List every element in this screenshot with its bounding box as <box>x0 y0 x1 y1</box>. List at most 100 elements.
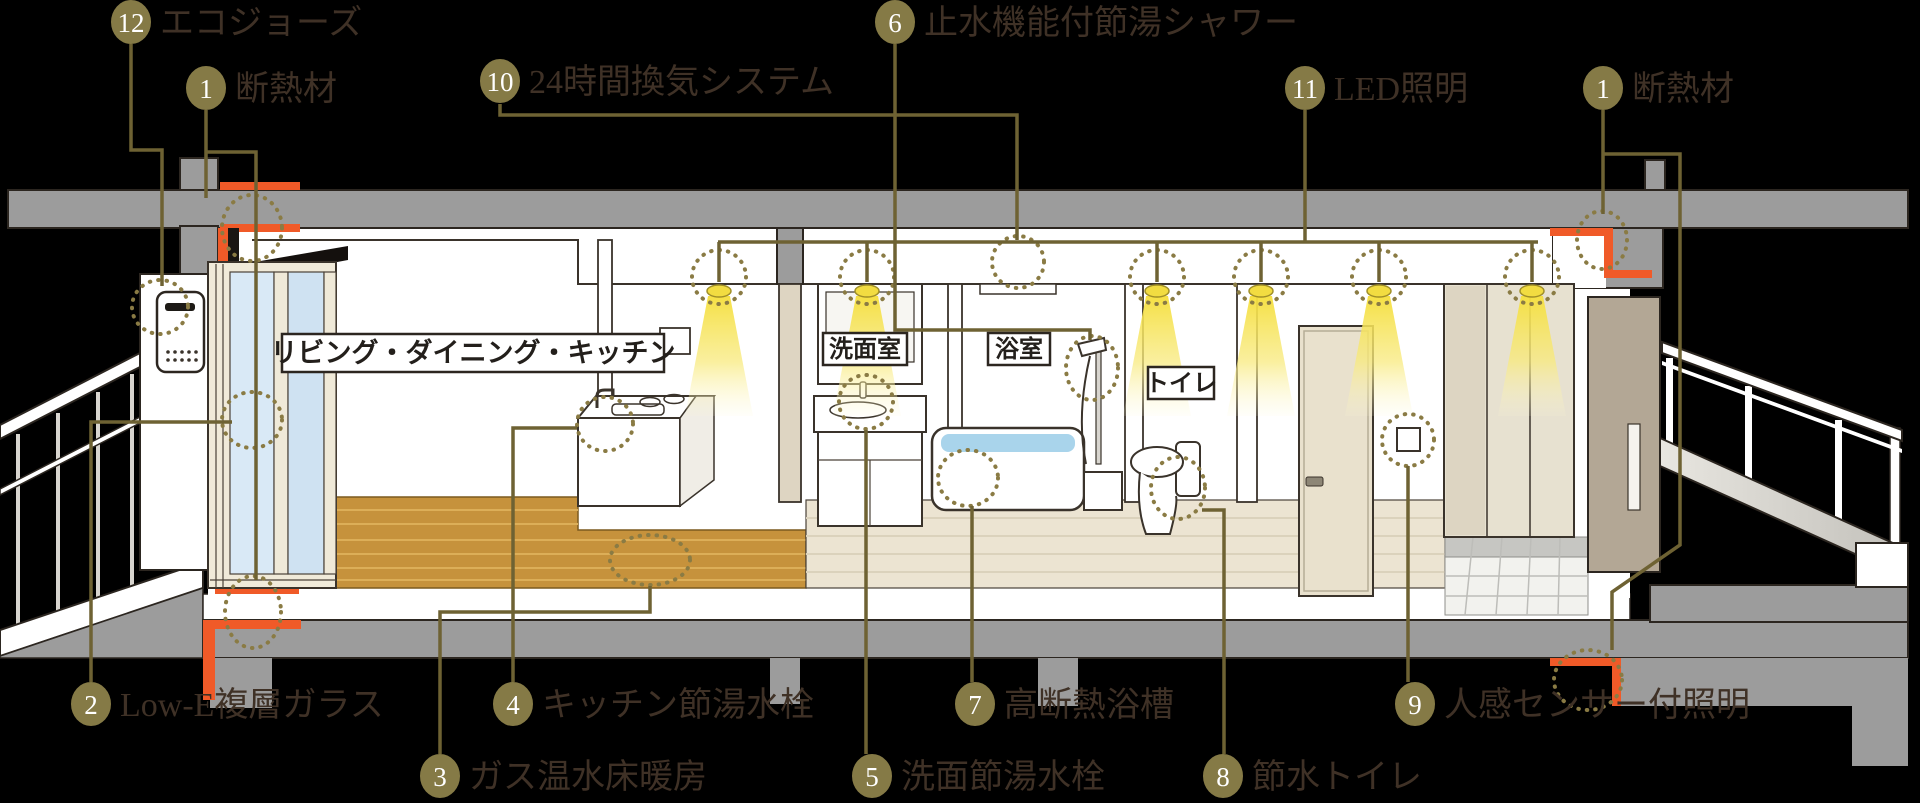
leader-low-e <box>89 420 232 682</box>
right-handrail <box>1661 340 1903 443</box>
entrance-tile-floor <box>1444 536 1589 616</box>
bath-water <box>941 434 1075 452</box>
footing <box>770 658 800 704</box>
room-label-washroom: 洗面室 <box>829 335 901 363</box>
svg-text:止水機能付節湯シャワー: 止水機能付節湯シャワー <box>924 4 1298 42</box>
marker-low-e-glass <box>220 390 284 450</box>
svg-text:4: 4 <box>506 690 520 720</box>
svg-text:24時間換気システム: 24時間換気システム <box>529 63 834 101</box>
marker-basin-faucet <box>837 373 895 431</box>
shower-bar <box>1095 351 1102 465</box>
marker-bathtub <box>936 448 1000 508</box>
leader-lines <box>89 44 1682 754</box>
svg-text:6: 6 <box>888 8 902 38</box>
svg-text:8: 8 <box>1216 762 1230 792</box>
callout-shower: 6 止水機能付節湯シャワー <box>875 0 1298 44</box>
svg-text:10: 10 <box>487 67 514 97</box>
callout-bathtub: 7 高断熱浴槽 <box>955 682 1174 726</box>
callout-led: 11 LED照明 <box>1285 66 1468 110</box>
svg-text:12: 12 <box>118 8 145 38</box>
svg-text:2: 2 <box>84 690 98 720</box>
callout-basin-faucet: 5 洗面節湯水栓 <box>852 754 1105 798</box>
eco-jozu-water-heater <box>155 290 206 374</box>
marker-toilet <box>1149 455 1207 521</box>
kitchen-counter <box>575 239 717 508</box>
low-e-glass-door <box>207 261 337 589</box>
svg-text:1: 1 <box>1596 74 1610 104</box>
floor-insulation-right <box>1550 658 1621 706</box>
svg-text:高断熱浴槽: 高断熱浴槽 <box>1004 686 1174 724</box>
svg-text:5: 5 <box>865 762 879 792</box>
shower-hose <box>1080 355 1091 465</box>
footing <box>1620 658 1908 706</box>
callout-ecojozu: 12 エコジョーズ <box>111 0 362 44</box>
svg-text:キッチン節湯水栓: キッチン節湯水栓 <box>542 686 814 724</box>
svg-text:ガス温水床暖房: ガス温水床暖房 <box>469 758 707 796</box>
svg-text:節水トイレ: 節水トイレ <box>1252 758 1422 796</box>
leader-ecojozu <box>129 44 164 286</box>
callout-insulation-left: 1 断熱材 <box>186 66 337 110</box>
leader-insulation-left-b <box>206 150 258 580</box>
leader-toilet <box>1202 508 1226 754</box>
downlight-fixture <box>706 284 1545 298</box>
motion-sensor-light <box>1396 427 1421 452</box>
callout-motion-sensor: 9 人感センサー付照明 <box>1395 682 1750 726</box>
toilet-bowl <box>1130 446 1184 478</box>
toilet <box>1130 441 1201 535</box>
shower-head <box>1076 336 1108 358</box>
room-label-bathroom: 浴室 <box>995 335 1043 363</box>
callouts: 12 エコジョーズ 1 断熱材 10 24時間換気システム 6 止水機能付節湯シ… <box>71 0 1750 798</box>
footing <box>1038 658 1078 706</box>
callout-toilet: 8 節水トイレ <box>1203 754 1422 798</box>
bathtub <box>930 426 1123 512</box>
leader-shower <box>893 44 1092 340</box>
feature-markers <box>130 193 1629 712</box>
leader-floor-heating <box>438 586 652 754</box>
door-handle <box>1305 476 1324 487</box>
svg-text:Low-E複層ガラス: Low-E複層ガラス <box>120 686 384 724</box>
leader-insulation-right-b <box>1603 152 1682 650</box>
balcony-curb <box>1855 542 1909 588</box>
top-ceiling-slab <box>7 157 1909 289</box>
stove-burner <box>663 393 685 405</box>
bath-step <box>1083 471 1123 511</box>
callout-kitchen-faucet: 4 キッチン節湯水栓 <box>493 682 814 726</box>
callout-floor-heating: 3 ガス温水床暖房 <box>420 754 707 798</box>
leader-ventilation <box>498 104 1019 240</box>
svg-text:LED照明: LED照明 <box>1334 71 1468 108</box>
svg-text:エコジョーズ: エコジョーズ <box>160 4 362 42</box>
right-balcony <box>1659 340 1909 588</box>
callout-low-e: 2 Low-E複層ガラス <box>71 682 384 726</box>
shower <box>1076 336 1108 465</box>
marker-insulation-bottom-left <box>223 574 283 650</box>
footing <box>1852 706 1908 766</box>
svg-text:11: 11 <box>1292 74 1318 104</box>
ventilation-unit <box>979 283 1057 295</box>
wall-living-washroom <box>778 283 802 503</box>
svg-text:人感センサー付照明: 人感センサー付照明 <box>1444 686 1750 724</box>
ceiling <box>252 239 1598 285</box>
svg-text:7: 7 <box>968 690 982 720</box>
callout-ventilation: 10 24時間換気システム <box>480 59 834 103</box>
room-label-ldk: リビング・ダイニング・キッチン <box>271 337 676 368</box>
marker-ecojozu <box>130 278 190 336</box>
room-labels: リビング・ダイニング・キッチン 洗面室 浴室 トイレ <box>271 331 1217 401</box>
svg-text:1: 1 <box>199 74 213 104</box>
heater-vent <box>165 303 195 311</box>
floor-insulation-left <box>203 586 301 700</box>
right-exterior-wall <box>1587 296 1661 573</box>
leader-kitchen-faucet <box>511 426 577 682</box>
svg-text:断熱材: 断熱材 <box>1632 70 1734 108</box>
marker-ventilation <box>990 234 1046 290</box>
toilet-base <box>1137 471 1178 535</box>
marker-kitchen-faucet <box>575 395 635 453</box>
svg-text:9: 9 <box>1408 690 1422 720</box>
kitchen-faucet <box>595 388 615 408</box>
svg-text:洗面節湯水栓: 洗面節湯水栓 <box>901 758 1105 796</box>
marker-insulation-top-left <box>220 193 284 263</box>
svg-text:断熱材: 断熱材 <box>235 70 337 108</box>
hanging-beam <box>776 227 804 285</box>
ceiling-insulation-right <box>1550 228 1652 278</box>
